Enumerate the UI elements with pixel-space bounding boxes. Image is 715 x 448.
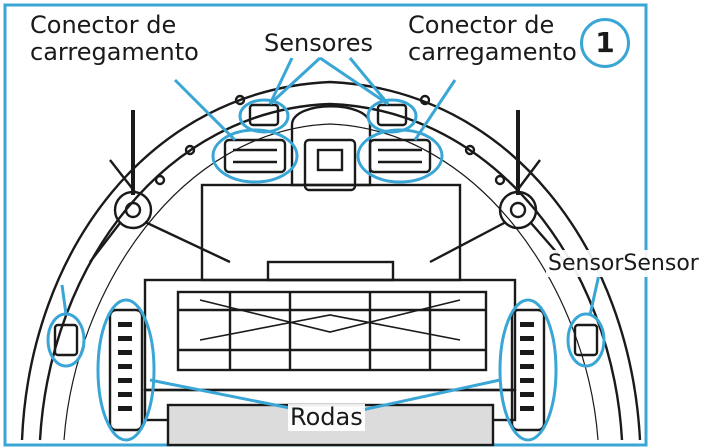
callout-wheel-left: [96, 298, 156, 442]
wheel-left: [108, 308, 144, 432]
sensor-top-left: [248, 103, 280, 127]
callout-sensor-bottom-right: [566, 312, 606, 368]
label-connector-left-line1: Conector de: [30, 11, 177, 39]
sensor-bottom-left: [53, 323, 79, 357]
label-wheels-text: Rodas: [290, 403, 363, 431]
label-connector-right-line1: Conector de: [408, 11, 555, 39]
figure-number-badge: 1: [580, 18, 630, 68]
sensor-top-right: [376, 103, 408, 127]
callout-sensor-top-right: [366, 98, 418, 134]
shell-groove: [63, 123, 599, 441]
side-brush-right: [498, 190, 538, 230]
label-connector-right: Conector de carregamento: [406, 12, 579, 66]
label-connector-left: Conector de carregamento: [28, 12, 201, 66]
front-sensor-housing: [290, 105, 372, 187]
charging-connector-right: [368, 138, 432, 174]
label-sensor-right: SensorSensor: [546, 250, 701, 277]
side-brush-left: [113, 190, 153, 230]
sensor-bottom-right: [573, 323, 599, 357]
charging-connector-left: [223, 138, 287, 174]
figure-frame: [3, 3, 648, 447]
label-sensors-top: Sensores: [262, 29, 376, 57]
label-sensor-right-text: SensorSensor: [548, 251, 699, 276]
wheel-right: [510, 308, 546, 432]
inner-shell: [38, 102, 624, 441]
wheel-treads: [118, 322, 534, 411]
label-wheels: Rodas: [288, 404, 365, 431]
label-sensors-top-text: Sensores: [264, 29, 374, 57]
callout-wheel-right: [498, 298, 558, 442]
label-connector-left-line2: carregamento: [30, 38, 199, 66]
callout-connector-left: [211, 128, 299, 184]
callout-connector-right: [356, 128, 444, 184]
callouts: [46, 56, 606, 442]
label-connector-right-line2: carregamento: [408, 38, 577, 66]
